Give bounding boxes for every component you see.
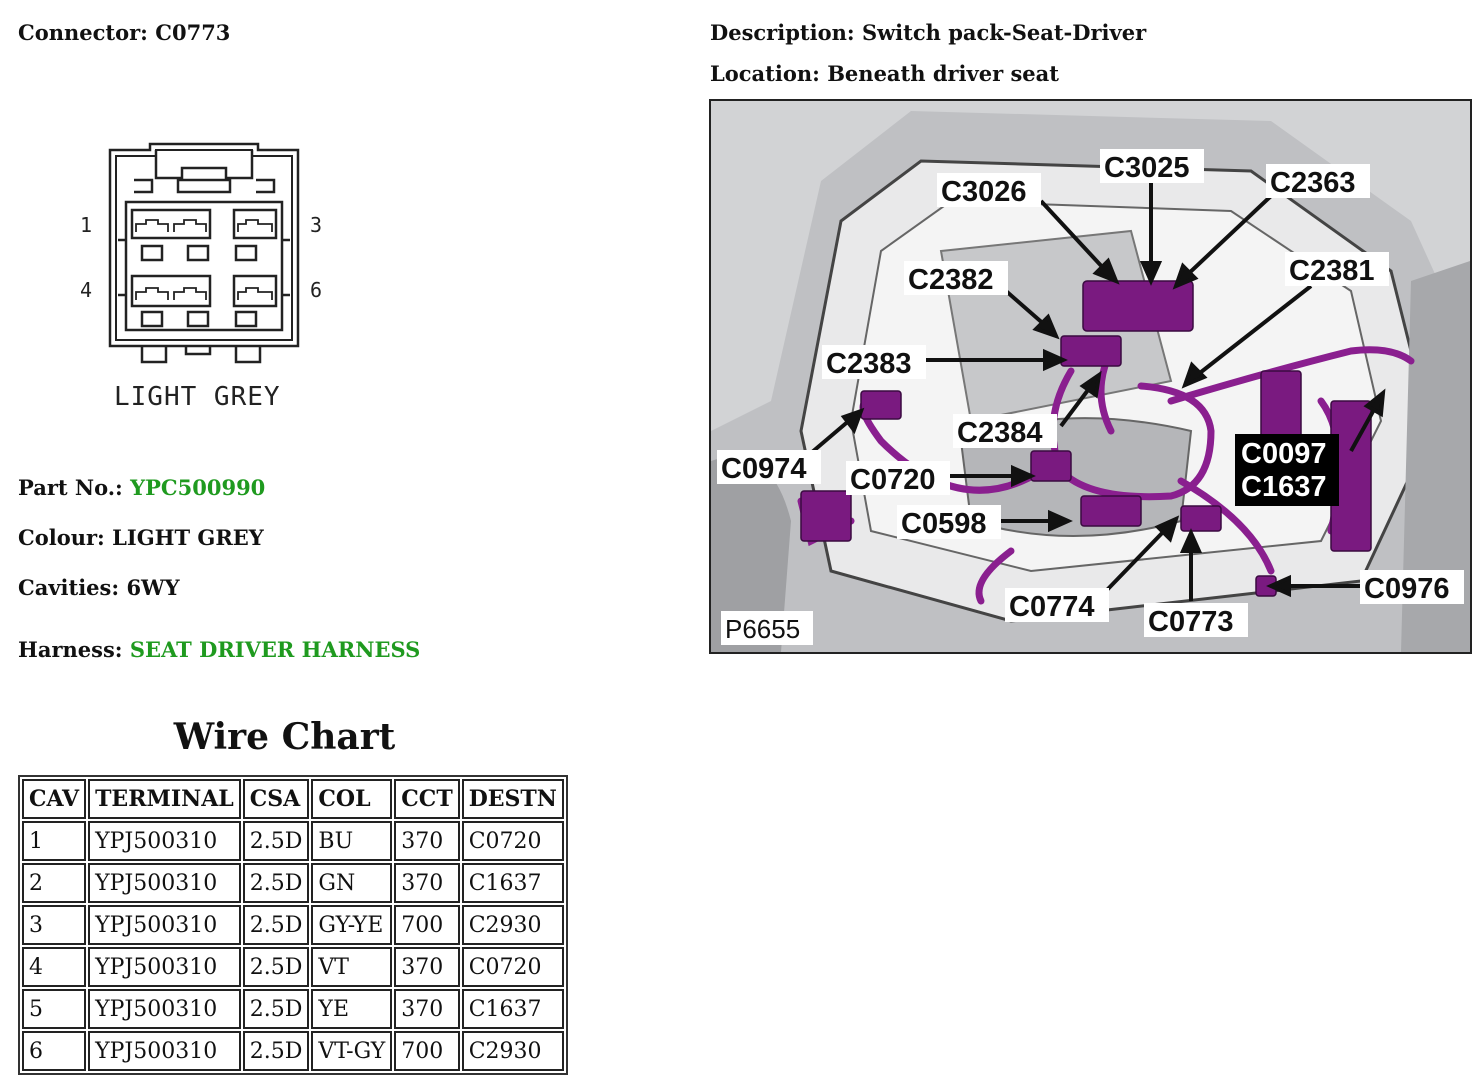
cell-destn: C2930 [461, 1031, 564, 1071]
cell-destn: C1637 [461, 989, 564, 1029]
cell-terminal: YPJ500310 [88, 863, 241, 903]
callout-c0774: C0774 [1009, 591, 1094, 623]
location-value: Beneath driver seat [827, 61, 1059, 86]
cavities-field: Cavities: 6WY [18, 575, 180, 600]
cell-cav: 5 [22, 989, 87, 1029]
colour-field: Colour: LIGHT GREY [18, 525, 264, 550]
table-row: 6 YPJ500310 2.5D VT-GY 700 C2930 [22, 1031, 564, 1071]
callout-c0720: C0720 [850, 464, 935, 496]
connector-face-diagram: 1 3 4 6 LIGHT GREY [70, 140, 350, 420]
connector-label: Connector: [18, 20, 148, 45]
harness-label: Harness: [18, 637, 123, 662]
part-number-field: Part No.: YPC500990 [18, 475, 265, 500]
cell-csa: 2.5D [242, 947, 310, 987]
cell-cct: 370 [394, 863, 460, 903]
column-header-cav: CAV [22, 779, 87, 819]
cell-csa: 2.5D [242, 863, 310, 903]
cell-col: YE [311, 989, 393, 1029]
callout-c2384: C2384 [957, 417, 1042, 449]
location-label: Location: [710, 61, 820, 86]
connector-field: Connector: C0773 [18, 20, 230, 45]
cell-destn: C2930 [461, 905, 564, 945]
location-image: C3026 C3025 C2363 C2382 C2381 C2383 C238… [709, 99, 1472, 654]
column-header-destn: DESTN [461, 779, 564, 819]
cell-destn: C0720 [461, 821, 564, 861]
cell-csa: 2.5D [242, 1031, 310, 1071]
callout-c0773: C0773 [1148, 606, 1233, 638]
cell-col: GN [311, 863, 393, 903]
cell-cct: 370 [394, 989, 460, 1029]
cell-cct: 700 [394, 1031, 460, 1071]
table-row: 1 YPJ500310 2.5D BU 370 C0720 [22, 821, 564, 861]
cell-cct: 370 [394, 821, 460, 861]
cell-col: GY-YE [311, 905, 393, 945]
cell-destn: C0720 [461, 947, 564, 987]
description-label: Description: [710, 20, 855, 45]
callout-c1637: C1637 [1241, 471, 1326, 503]
cavities-label: Cavities: [18, 575, 120, 600]
cavities-value: 6WY [126, 575, 180, 600]
pin-label-3: 3 [310, 213, 322, 237]
cell-csa: 2.5D [242, 821, 310, 861]
table-row: 2 YPJ500310 2.5D GN 370 C1637 [22, 863, 564, 903]
description-value: Switch pack-Seat-Driver [861, 20, 1147, 45]
cell-terminal: YPJ500310 [88, 905, 241, 945]
cell-terminal: YPJ500310 [88, 1031, 241, 1071]
connector-colour-label: LIGHT GREY [114, 382, 281, 412]
table-header-row: CAV TERMINAL CSA COL CCT DESTN [22, 779, 564, 819]
pin-label-4: 4 [80, 278, 92, 302]
cell-terminal: YPJ500310 [88, 989, 241, 1029]
harness-field: Harness: SEAT DRIVER HARNESS [18, 637, 420, 662]
cell-cav: 2 [22, 863, 87, 903]
cell-col: VT-GY [311, 1031, 393, 1071]
cell-cav: 6 [22, 1031, 87, 1071]
callout-c2382: C2382 [908, 264, 993, 296]
callout-c2383: C2383 [826, 348, 911, 380]
cell-cct: 370 [394, 947, 460, 987]
column-header-terminal: TERMINAL [88, 779, 241, 819]
part-number-label: Part No.: [18, 475, 123, 500]
wire-chart-table: CAV TERMINAL CSA COL CCT DESTN 1 YPJ5003… [18, 775, 568, 1075]
cell-csa: 2.5D [242, 905, 310, 945]
callout-c0598: C0598 [901, 508, 986, 540]
callout-c2381: C2381 [1289, 255, 1374, 287]
location-field: Location: Beneath driver seat [710, 61, 1059, 86]
cell-terminal: YPJ500310 [88, 821, 241, 861]
cell-csa: 2.5D [242, 989, 310, 1029]
table-row: 4 YPJ500310 2.5D VT 370 C0720 [22, 947, 564, 987]
table-row: 3 YPJ500310 2.5D GY-YE 700 C2930 [22, 905, 564, 945]
cell-col: BU [311, 821, 393, 861]
pin-label-6: 6 [310, 278, 322, 302]
callout-c0097: C0097 [1241, 438, 1326, 470]
callout-c0974: C0974 [721, 453, 806, 485]
connector-value: C0773 [155, 20, 231, 45]
pin-label-1: 1 [80, 213, 92, 237]
table-row: 5 YPJ500310 2.5D YE 370 C1637 [22, 989, 564, 1029]
cell-destn: C1637 [461, 863, 564, 903]
harness-link[interactable]: SEAT DRIVER HARNESS [129, 637, 421, 662]
part-number-link[interactable]: YPC500990 [130, 475, 266, 500]
callout-c3025: C3025 [1104, 152, 1189, 184]
cell-cav: 3 [22, 905, 87, 945]
callout-c0976: C0976 [1364, 573, 1449, 605]
colour-label: Colour: [18, 525, 105, 550]
cell-col: VT [311, 947, 393, 987]
cell-cav: 1 [22, 821, 87, 861]
cell-cct: 700 [394, 905, 460, 945]
colour-value: LIGHT GREY [112, 525, 264, 550]
cell-terminal: YPJ500310 [88, 947, 241, 987]
callout-c3026: C3026 [941, 176, 1026, 208]
image-reference-label: P6655 [725, 614, 800, 644]
cell-cav: 4 [22, 947, 87, 987]
column-header-col: COL [311, 779, 393, 819]
column-header-cct: CCT [394, 779, 460, 819]
wire-chart-title: Wire Chart [173, 716, 396, 758]
column-header-csa: CSA [242, 779, 310, 819]
callout-c2363: C2363 [1270, 167, 1355, 199]
description-field: Description: Switch pack-Seat-Driver [710, 20, 1146, 45]
